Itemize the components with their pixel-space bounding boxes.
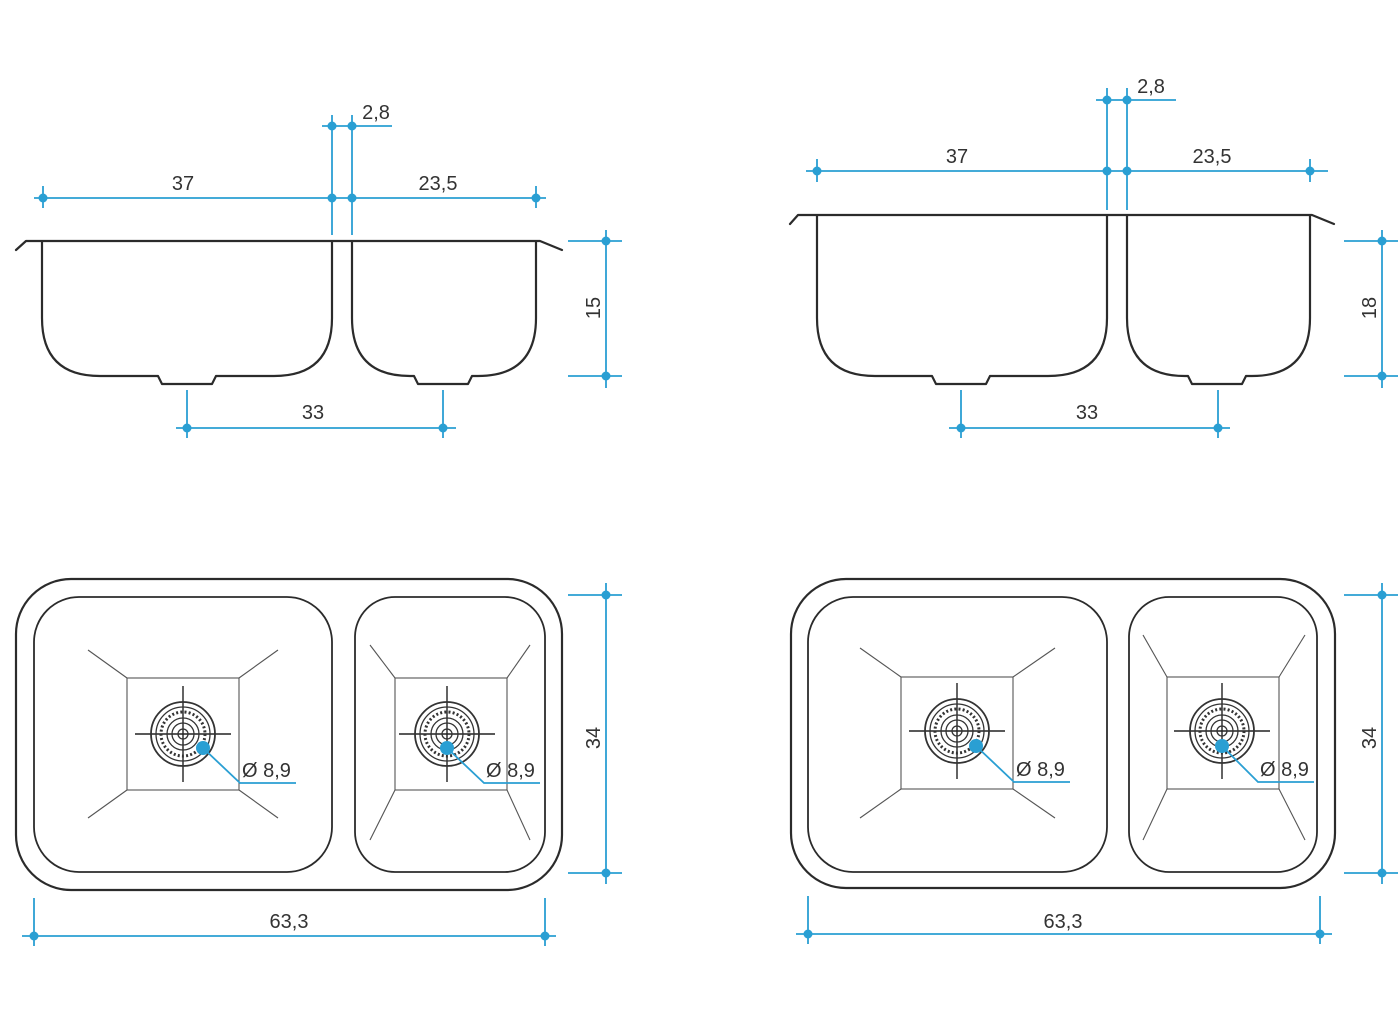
drain-main <box>907 681 1007 781</box>
drain-small-diameter: Ø 8,9 <box>1260 759 1309 781</box>
small-bowl <box>354 596 546 873</box>
dim-width-small: 23,5 <box>1193 146 1232 168</box>
dim-height: 34 <box>1359 727 1381 749</box>
dim-total-width: 63,3 <box>270 911 309 933</box>
dim-drain-spacing: 33 <box>1076 402 1098 424</box>
drain-small <box>397 684 497 784</box>
sink-rim <box>14 577 564 892</box>
main-bowl <box>807 596 1108 873</box>
dim-divider: 2,8 <box>1137 76 1165 98</box>
plan-view-left: Ø 8,9 Ø 8,9 34 63,3 <box>14 577 622 946</box>
drain-main-diameter: Ø 8,9 <box>1016 759 1065 781</box>
sink-section-outline <box>14 239 564 386</box>
dim-width-main: 37 <box>946 146 968 168</box>
drain-small-diameter: Ø 8,9 <box>486 760 535 782</box>
dim-divider: 2,8 <box>362 102 390 124</box>
dim-height: 34 <box>583 727 605 749</box>
dim-depth: 15 <box>583 297 605 319</box>
drain-small <box>1172 681 1272 781</box>
section-view-right: 37 2,8 23,5 18 33 <box>788 76 1398 438</box>
sink-rim <box>789 577 1337 890</box>
sink-section-outline <box>788 213 1336 386</box>
small-bowl <box>1128 596 1318 873</box>
plan-view-right: Ø 8,9 Ø 8,9 34 63,3 <box>789 577 1398 944</box>
dim-width-main: 37 <box>172 173 194 195</box>
section-view-left: 37 2,8 23,5 15 33 <box>14 102 622 438</box>
dim-drain-spacing: 33 <box>302 402 324 424</box>
drain-main-diameter: Ø 8,9 <box>242 760 291 782</box>
dim-total-width: 63,3 <box>1044 911 1083 933</box>
main-bowl <box>33 596 333 873</box>
drain-main <box>133 684 233 784</box>
dim-width-small: 23,5 <box>419 173 458 195</box>
dim-depth: 18 <box>1359 297 1381 319</box>
